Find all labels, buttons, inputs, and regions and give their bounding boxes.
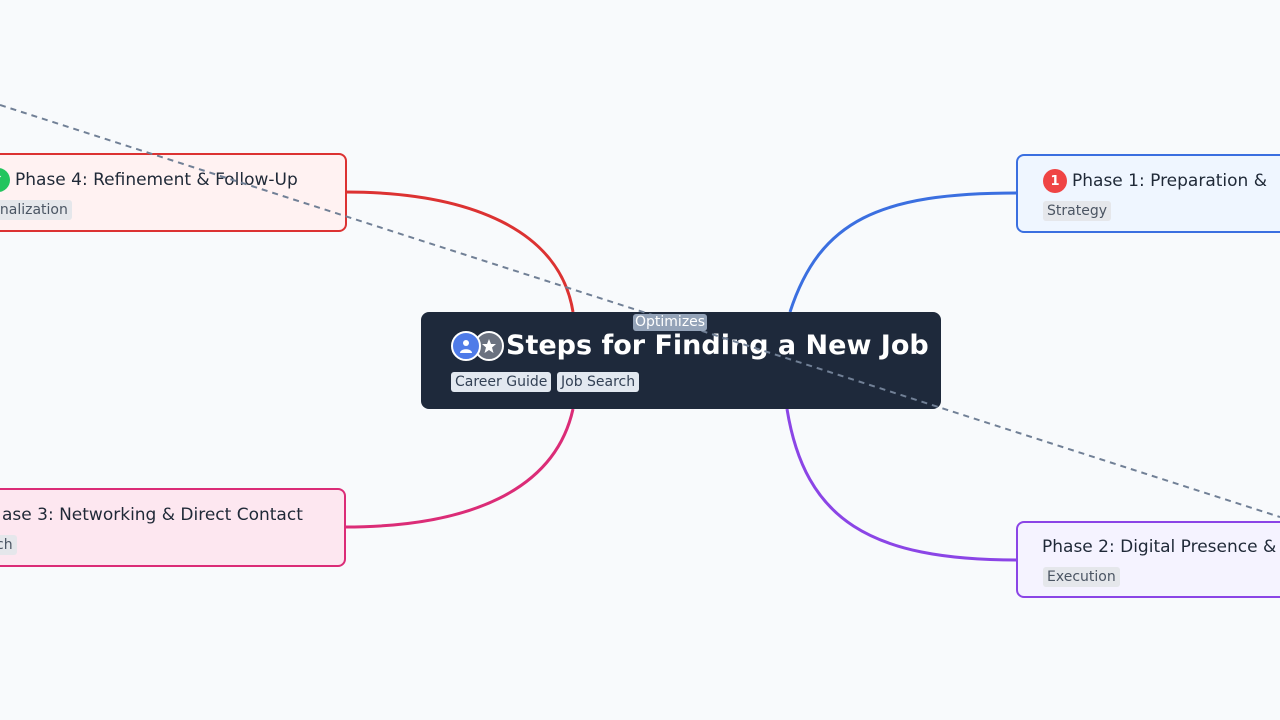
number-one-badge-icon: 1 (1043, 169, 1067, 193)
branch-phase-4[interactable]: ✓ Phase 4: Refinement & Follow-Up inaliz… (0, 153, 347, 232)
central-tag-job-search: Job Search (557, 372, 640, 392)
branch-phase-2-title: Phase 2: Digital Presence & (1042, 537, 1276, 557)
connector-phase-2 (785, 408, 1018, 562)
central-topic-label: Steps for Finding a New Job (506, 330, 929, 361)
branch-phase-3-tag: ch (0, 535, 17, 555)
connector-phase-4 (344, 190, 575, 313)
branch-phase-4-title: ✓ Phase 4: Refinement & Follow-Up (0, 168, 298, 192)
branch-phase-4-label: Phase 4: Refinement & Follow-Up (15, 170, 298, 190)
branch-phase-4-tag: inalization (0, 200, 72, 220)
branch-phase-1-title: 1 Phase 1: Preparation & (1043, 169, 1267, 193)
connector-phase-1 (788, 191, 1018, 313)
branch-phase-2-label: Phase 2: Digital Presence & (1042, 537, 1277, 557)
branch-phase-1[interactable]: 1 Phase 1: Preparation & Strategy (1016, 154, 1280, 233)
branch-phase-3-label: ase 3: Networking & Direct Contact (2, 505, 303, 525)
branch-phase-2-tag: Execution (1043, 567, 1120, 587)
central-topic-title: Steps for Finding a New Job (451, 330, 929, 361)
branch-phase-1-label: Phase 1: Preparation & (1072, 171, 1267, 191)
branch-phase-1-tag: Strategy (1043, 201, 1111, 221)
cross-link-label: Optimizes (633, 314, 708, 331)
branch-phase-3-title: ase 3: Networking & Direct Contact (2, 505, 303, 525)
check-badge-icon: ✓ (0, 168, 10, 192)
connector-phase-3 (344, 408, 575, 529)
user-icon (451, 330, 481, 361)
branch-phase-3[interactable]: ase 3: Networking & Direct Contact ch (0, 488, 346, 567)
central-tag-career-guide: Career Guide (451, 372, 552, 392)
branch-phase-2[interactable]: Phase 2: Digital Presence & Execution (1016, 521, 1280, 598)
